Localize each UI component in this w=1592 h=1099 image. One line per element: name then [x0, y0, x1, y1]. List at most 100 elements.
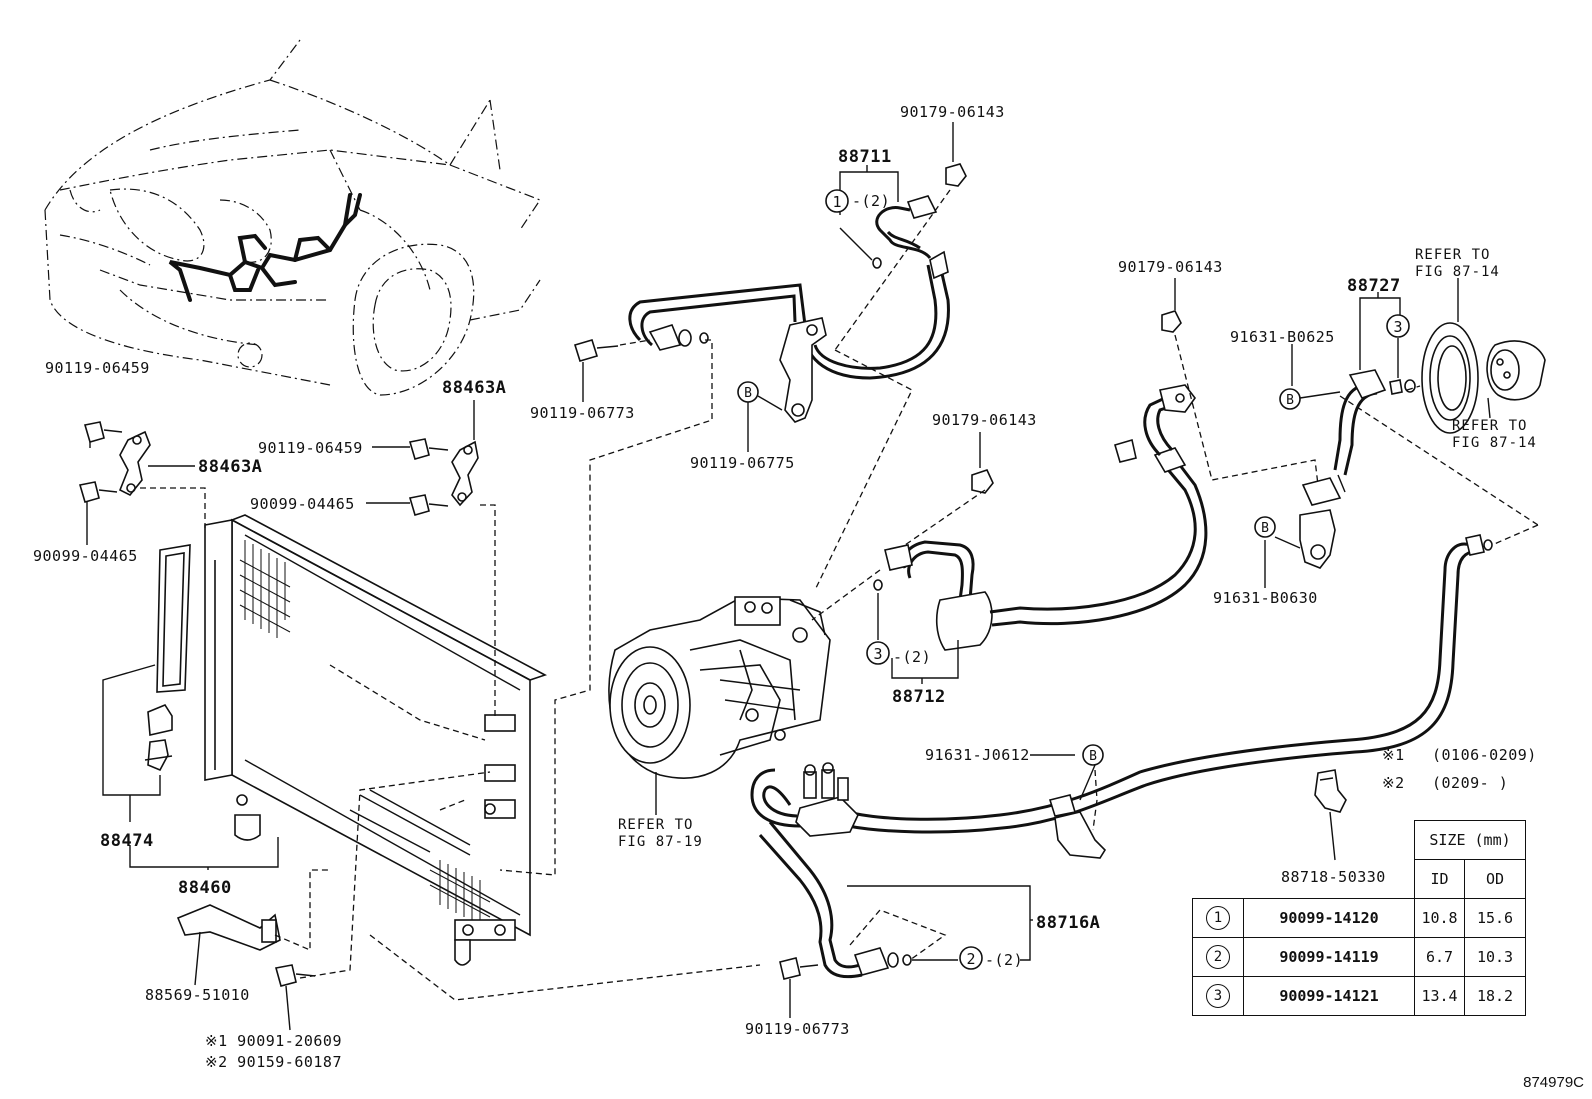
tube-88716A — [750, 768, 912, 979]
bolt-mid — [573, 339, 619, 362]
compressor — [608, 596, 831, 779]
refer-87-19-line2: FIG 87-19 — [618, 834, 703, 850]
condenser — [204, 514, 548, 966]
row-symbol: 2 — [1206, 945, 1230, 969]
row-od: 18.2 — [1464, 976, 1526, 1016]
label-note2-part: ※2 90159-60187 — [205, 1053, 342, 1071]
label-88718-50330: 88718-50330 — [1281, 868, 1386, 886]
size-table-col-id: ID — [1414, 859, 1465, 899]
condenser-fins-bottom — [429, 860, 491, 925]
label-88711: 88711 — [838, 147, 892, 167]
hose-size-table: SIZE (mm) ID OD 1 90099-14120 10.8 15.6 … — [1192, 820, 1526, 1016]
liquid-tube-long — [847, 534, 1493, 834]
label-90119-06775: 90119-06775 — [690, 454, 795, 472]
diagram-code: 874979C — [1523, 1074, 1584, 1091]
label-91631-J0612: 91631-J0612 — [925, 746, 1030, 764]
legend-range-1: (0106-0209) — [1432, 746, 1537, 764]
callout-text: 3 — [873, 645, 882, 663]
refer-87-19-line1: REFER TO — [618, 817, 693, 833]
nut-top — [945, 163, 967, 187]
refer-87-14-bottom-line2: FIG 87-14 — [1452, 435, 1537, 451]
table-row: 1 90099-14120 10.8 15.6 — [1192, 898, 1526, 938]
label-90119-06773-top: 90119-06773 — [530, 404, 635, 422]
bolts-left — [78, 421, 449, 987]
label-90179-06143-top: 90179-06143 — [900, 103, 1005, 121]
bolt-bottom — [779, 957, 819, 980]
discharge-hose — [628, 195, 950, 423]
table-row: 2 90099-14119 6.7 10.3 — [1192, 937, 1526, 977]
callout-text: B — [1261, 521, 1269, 536]
expansion-valve-body — [1486, 340, 1546, 401]
label-88712-qty: -(2) — [893, 648, 931, 666]
liquid-tube-88727 — [1299, 369, 1416, 569]
label-90179-06143-mid: 90179-06143 — [932, 411, 1037, 429]
label-88716A-qty: -(2) — [985, 951, 1023, 969]
suction-hose — [873, 384, 1208, 651]
condenser-cushions — [144, 704, 173, 772]
wire-harness — [168, 193, 362, 302]
label-88460: 88460 — [178, 878, 232, 898]
leaders-88711 — [499, 122, 954, 876]
label-88463A-right: 88463A — [442, 378, 506, 398]
row-part-number: 90099-14121 — [1243, 976, 1415, 1016]
callout-text: B — [1089, 749, 1097, 764]
row-part-number: 90099-14119 — [1243, 937, 1415, 977]
refer-87-14-top-line1: REFER TO — [1415, 247, 1490, 263]
callout-text: 1 — [832, 193, 841, 211]
label-90179-06143-right: 90179-06143 — [1118, 258, 1223, 276]
callout-text: B — [1286, 393, 1294, 408]
size-table-title: SIZE (mm) — [1414, 820, 1526, 860]
row-id: 13.4 — [1414, 976, 1465, 1016]
callout-2-88716A: 2 — [959, 946, 983, 970]
label-88711-qty: -(2) — [852, 192, 890, 210]
callout-3-88712: 3 — [866, 641, 890, 665]
callout-B-91631-B0625: B — [1279, 388, 1301, 410]
callout-B-91631-B0630: B — [1254, 516, 1276, 538]
label-88463A-left: 88463A — [198, 457, 262, 477]
dashed-leaders-left — [140, 487, 496, 979]
row-part-number: 90099-14120 — [1243, 898, 1415, 938]
row-od: 15.6 — [1464, 898, 1526, 938]
leaders-88727 — [1174, 278, 1539, 588]
label-88712: 88712 — [892, 687, 946, 707]
size-table-col-od: OD — [1464, 859, 1526, 899]
condenser-fins-top — [239, 540, 291, 638]
nut-mid — [971, 469, 994, 494]
nut-right — [1161, 310, 1182, 333]
legend-range-2: (0209- ) — [1432, 774, 1508, 792]
callout-text: 2 — [966, 950, 975, 968]
label-90119-06773-bottom: 90119-06773 — [745, 1020, 850, 1038]
leaders-88712 — [811, 432, 986, 684]
condenser-seal — [156, 544, 191, 693]
table-row: 3 90099-14121 13.4 18.2 — [1192, 976, 1526, 1016]
condenser-brackets — [118, 430, 479, 951]
row-symbol: 3 — [1206, 984, 1230, 1008]
callout-3-88727: 3 — [1386, 314, 1410, 338]
refer-87-14-bottom-line1: REFER TO — [1452, 418, 1527, 434]
bracket-clamp — [1048, 794, 1107, 859]
row-od: 10.3 — [1464, 937, 1526, 977]
leaders-left — [86, 400, 475, 1031]
label-88474: 88474 — [100, 831, 154, 851]
label-90099-04465-left: 90099-04465 — [33, 547, 138, 565]
row-symbol: 1 — [1206, 906, 1230, 930]
label-91631-B0630: 91631-B0630 — [1213, 589, 1318, 607]
callout-text: B — [744, 386, 752, 401]
label-91631-B0625: 91631-B0625 — [1230, 328, 1335, 346]
row-id: 10.8 — [1414, 898, 1465, 938]
label-88569-51010: 88569-51010 — [145, 986, 250, 1004]
sensor-88718 — [1314, 769, 1347, 813]
pressure-switch-block — [795, 762, 859, 837]
label-90099-04465-mid: 90099-04465 — [250, 495, 355, 513]
legend-mark-2: ※2 — [1382, 774, 1405, 792]
label-88716A: 88716A — [1036, 913, 1100, 933]
expansion-valve-ring — [1421, 322, 1479, 434]
row-id: 6.7 — [1414, 937, 1465, 977]
label-90119-06459-mid: 90119-06459 — [258, 439, 363, 457]
legend-mark-1: ※1 — [1382, 746, 1405, 764]
callout-B-91631-J0612: B — [1082, 744, 1104, 766]
vehicle-outline — [44, 39, 541, 396]
label-90119-06459-left: 90119-06459 — [45, 359, 150, 377]
callout-text: 3 — [1393, 318, 1402, 336]
